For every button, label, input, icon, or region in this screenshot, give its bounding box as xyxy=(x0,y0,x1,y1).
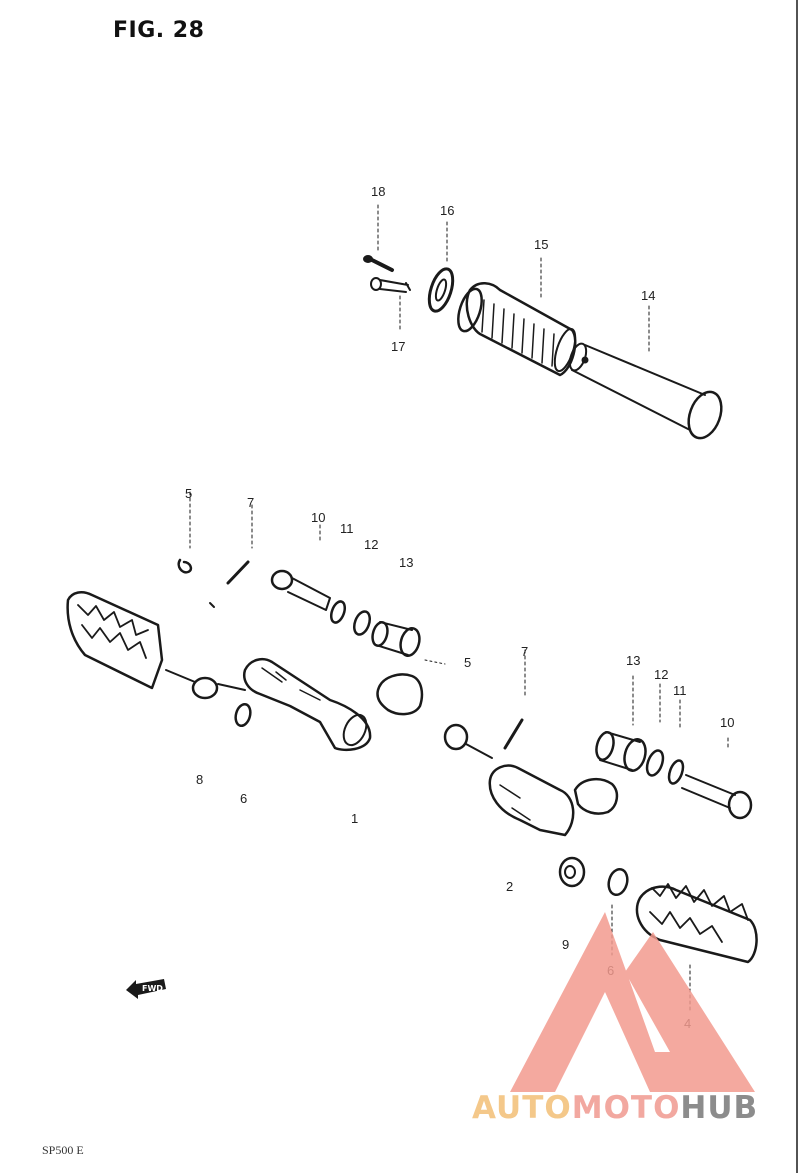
callout-18: 18 xyxy=(371,184,386,199)
callout-right-10: 10 xyxy=(720,715,735,730)
callout-14: 14 xyxy=(641,288,656,303)
washer-16 xyxy=(427,221,455,313)
callout-right-9: 9 xyxy=(562,937,570,952)
right-cap xyxy=(573,777,619,815)
callout-left-6: 6 xyxy=(240,791,248,806)
footer-code: SP500 E xyxy=(42,1143,84,1157)
callout-left-1: 1 xyxy=(351,811,359,826)
clevis-pin-17 xyxy=(370,277,411,331)
callout-left-5b: 5 xyxy=(464,655,472,670)
watermark-hub: HUB xyxy=(680,1090,759,1126)
callout-left-10: 10 xyxy=(311,510,326,525)
watermark-moto: MOTO xyxy=(571,1090,681,1126)
callout-left-12: 12 xyxy=(364,537,379,552)
callout-left-5: 5 xyxy=(185,486,193,501)
right-washer-12 xyxy=(645,683,665,777)
watermark-text: AUTOMOTOHUB xyxy=(472,1090,758,1126)
right-bracket-3 xyxy=(488,764,575,837)
left-footrest-4 xyxy=(66,591,164,690)
right-cotter-7 xyxy=(503,649,526,750)
right-bolt-10 xyxy=(681,737,753,820)
left-bolt-10 xyxy=(270,524,331,611)
left-washer-6 xyxy=(234,702,252,728)
callout-15: 15 xyxy=(534,237,549,252)
callout-right-13: 13 xyxy=(626,653,641,668)
callout-left-7: 7 xyxy=(247,495,255,510)
left-washer-12 xyxy=(352,610,372,636)
figure-title: FIG. 28 xyxy=(113,18,205,43)
left-cap xyxy=(376,673,424,716)
right-washer-11 xyxy=(667,699,685,785)
left-bracket-1 xyxy=(243,658,372,752)
callout-right-11: 11 xyxy=(673,683,687,698)
callout-left-8: 8 xyxy=(196,772,204,787)
callout-right-2: 2 xyxy=(506,879,514,894)
left-pivot-pin xyxy=(165,669,246,700)
right-collar-13 xyxy=(595,675,647,772)
left-spring-5 xyxy=(177,491,215,608)
automotohub-logo-icon xyxy=(510,912,755,1092)
left-cotter-7 xyxy=(226,504,253,585)
callout-17: 17 xyxy=(391,339,406,354)
callout-16: 16 xyxy=(440,203,455,218)
fwd-label: FWD xyxy=(142,984,163,993)
watermark-auto: AUTO xyxy=(472,1090,572,1126)
footrest-bar-14 xyxy=(568,305,723,440)
right-pivot-pin xyxy=(443,723,493,759)
right-bushing-9 xyxy=(558,856,586,888)
callout-left-11: 11 xyxy=(340,521,354,536)
left-washer-11 xyxy=(329,600,347,624)
callout-right-12: 12 xyxy=(654,667,669,682)
forward-arrow-icon: FWD xyxy=(126,979,166,999)
callout-left-13: 13 xyxy=(399,555,414,570)
callout-right-7: 7 xyxy=(521,644,529,659)
left-collar-13 xyxy=(371,621,421,657)
footrest-rubber-15 xyxy=(457,257,577,377)
cotter-pin-18 xyxy=(363,204,394,272)
